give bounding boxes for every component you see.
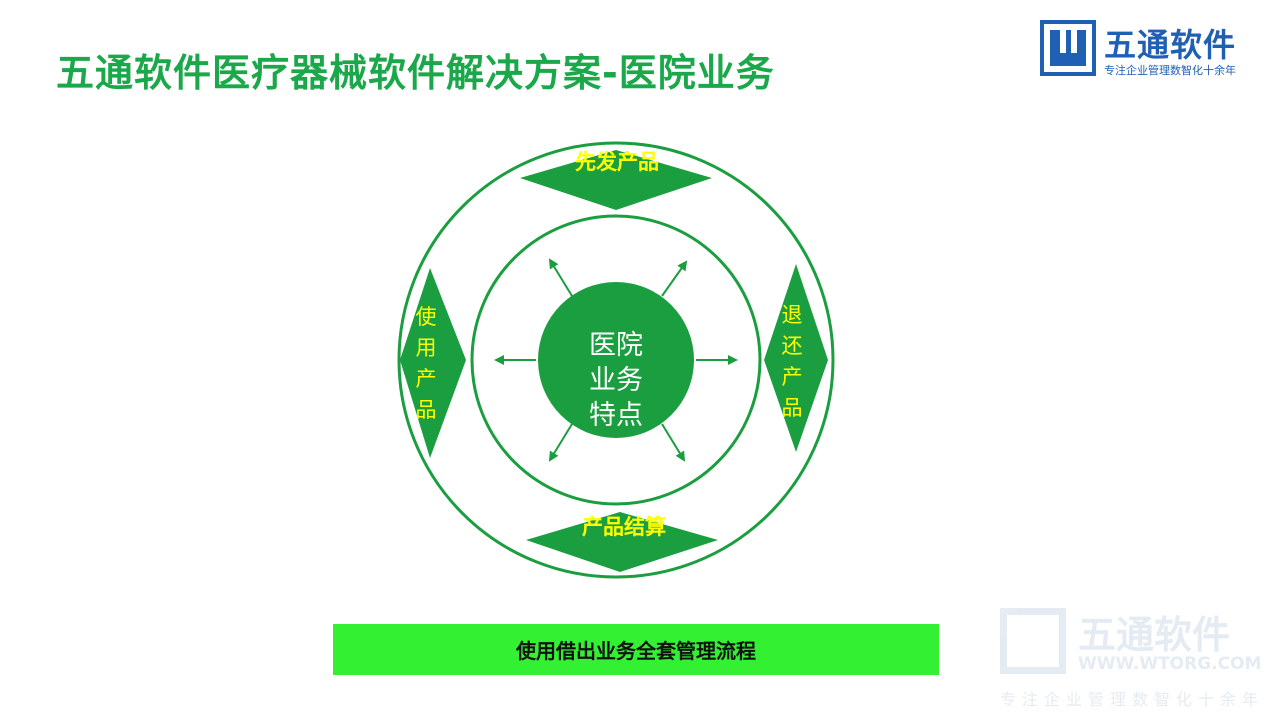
radial-arrows: [494, 258, 738, 462]
page-title: 五通软件医疗器械软件解决方案-医院业务: [56, 51, 775, 95]
petal-top-shape: [520, 150, 712, 210]
summary-banner: 使用借出业务全套管理流程: [333, 624, 939, 675]
petal-label-top: 先发产品: [575, 150, 659, 174]
arrow-down-right: [661, 423, 686, 462]
center-label: 医院业务特点: [540, 300, 692, 460]
arrow-up-left: [548, 258, 573, 297]
outer-ring: [397, 141, 835, 579]
watermark: 五通软件 WWW.WTORG.COM 专注企业管理数智化十余年: [1000, 604, 1268, 710]
watermark-tagline: 专注企业管理数智化十余年: [1000, 690, 1265, 709]
company-logo: 五通软件 专注企业管理数智化十余年: [1040, 20, 1260, 80]
center-text: 医院业务特点: [589, 329, 643, 431]
petal-label-left: 使用产品: [415, 305, 437, 422]
arrow-up-right: [661, 260, 688, 297]
petal-left-shape: [400, 268, 466, 458]
logo-name: 五通软件: [1104, 26, 1237, 64]
watermark-name: 五通软件: [1078, 613, 1231, 657]
petal-right-shape: [764, 264, 828, 452]
inner-ring: [470, 214, 762, 506]
logo-tagline: 专注企业管理数智化十余年: [1104, 64, 1236, 77]
watermark-logo-icon: [1000, 608, 1066, 674]
logo-mark-icon: [1040, 20, 1096, 76]
watermark-url: WWW.WTORG.COM: [1078, 654, 1262, 674]
petal-bottom-shape: [526, 512, 718, 572]
center-circle: [538, 282, 694, 438]
arrow-down-left: [548, 423, 573, 462]
petal-label-right: 退还产品: [781, 303, 803, 420]
business-diagram: 医院业务特点 先发产品 退还产品 产品结算 使用产品: [380, 130, 860, 590]
diagram-graphic: [397, 141, 835, 579]
banner-text: 使用借出业务全套管理流程: [516, 639, 756, 663]
petal-label-bottom: 产品结算: [582, 515, 666, 539]
